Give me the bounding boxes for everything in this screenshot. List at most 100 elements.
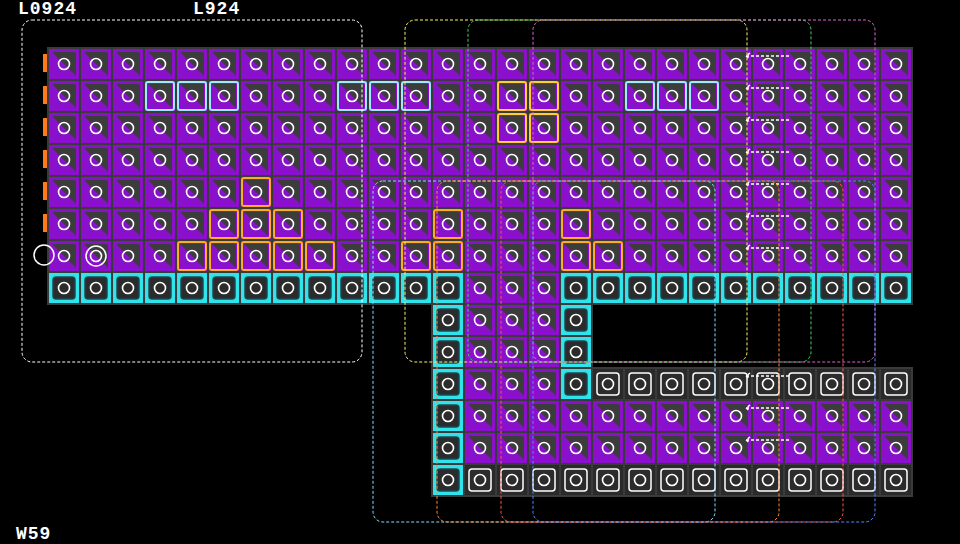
tile-fill: [880, 48, 912, 80]
tile-shade: [884, 180, 908, 204]
floor-tile: [464, 240, 496, 272]
tile-shade: [596, 116, 620, 140]
tile-fill: [144, 144, 176, 176]
tile-ring: [475, 315, 486, 326]
tile-fill: [208, 240, 240, 272]
tile-ring: [187, 123, 198, 134]
tile-fill: [304, 208, 336, 240]
tile-ring: [571, 59, 582, 70]
tile-ring: [539, 219, 550, 230]
tile-fill: [592, 464, 624, 496]
tile-shade: [308, 180, 332, 204]
tile-shade: [244, 116, 268, 140]
tile-ring: [763, 379, 774, 390]
conveyor-tile: [624, 272, 656, 304]
tile-ring: [827, 123, 838, 134]
tile-ring: [59, 219, 70, 230]
tile-fill: [304, 80, 336, 112]
floor-tile: [656, 80, 688, 112]
tile-shade: [340, 148, 364, 172]
tile-fill: [880, 240, 912, 272]
tile-fill: [560, 336, 592, 368]
tile-ring: [411, 251, 422, 262]
tile-fill: [112, 48, 144, 80]
tile-ring: [251, 251, 262, 262]
tile-ring: [763, 59, 774, 70]
tile-shade: [468, 84, 492, 108]
highlight-box: [210, 82, 238, 110]
floor-tile: [464, 80, 496, 112]
tile-inner: [661, 277, 683, 299]
edge-tick: [43, 118, 47, 136]
tile-inner: [661, 469, 683, 491]
tile-ring: [475, 123, 486, 134]
tile-shade: [148, 52, 172, 76]
tile-fill: [496, 144, 528, 176]
tile-inner: [725, 277, 747, 299]
tile-fill: [208, 208, 240, 240]
floor-tile: [272, 176, 304, 208]
tile-fill: [368, 112, 400, 144]
tile-fill: [624, 240, 656, 272]
tile-inner: [629, 373, 651, 395]
tile-ring: [827, 379, 838, 390]
floor-tile: [240, 176, 272, 208]
tile-fill: [304, 144, 336, 176]
tile-shade: [276, 148, 300, 172]
tile-ring: [763, 91, 774, 102]
tile-shade: [52, 244, 76, 268]
tile-ring: [187, 91, 198, 102]
tile-shade: [276, 180, 300, 204]
tile-ring: [891, 251, 902, 262]
tile-fill: [880, 112, 912, 144]
tile-ring: [155, 251, 166, 262]
floor-tile: [464, 208, 496, 240]
tile-shade: [628, 180, 652, 204]
tile-ring: [539, 251, 550, 262]
tile-ring: [539, 379, 550, 390]
tile-ring: [891, 283, 902, 294]
storage-tile: [720, 464, 752, 496]
tile-ring: [315, 91, 326, 102]
tile-shade: [564, 84, 588, 108]
tile-shade: [500, 84, 524, 108]
tile-shade: [436, 148, 460, 172]
tile-shade: [180, 52, 204, 76]
tile-fill: [656, 272, 688, 304]
tile-shade: [788, 436, 812, 460]
tile-fill: [560, 48, 592, 80]
tile-shade: [404, 52, 428, 76]
tile-ring: [763, 123, 774, 134]
tile-shade: [148, 212, 172, 236]
tile-ring: [667, 59, 678, 70]
tile-shade: [884, 436, 908, 460]
tile-ring: [763, 411, 774, 422]
tile-ring: [123, 91, 134, 102]
highlight-box: [178, 82, 206, 110]
tile-shade: [436, 116, 460, 140]
tile-shade: [788, 404, 812, 428]
tile-ring: [571, 155, 582, 166]
tile-fill: [752, 80, 784, 112]
floor-tile: [336, 80, 368, 112]
tile-ring: [219, 219, 230, 230]
tile-inner: [885, 469, 907, 491]
tile-shade: [660, 148, 684, 172]
tile-fill: [656, 144, 688, 176]
floor-tile: [656, 208, 688, 240]
tile-ring: [123, 155, 134, 166]
tile-fill: [240, 240, 272, 272]
tile-fill: [560, 240, 592, 272]
tile-ring: [827, 475, 838, 486]
tile-fill: [176, 80, 208, 112]
floor-tile: [464, 272, 496, 304]
tile-fill: [624, 272, 656, 304]
tile-inner: [437, 405, 459, 427]
tile-ring: [699, 443, 710, 454]
floor-tile: [656, 48, 688, 80]
tile-shade: [660, 116, 684, 140]
tile-fill: [80, 80, 112, 112]
floor-tile: [432, 48, 464, 80]
tile-ring: [795, 123, 806, 134]
tile-ring: [891, 123, 902, 134]
